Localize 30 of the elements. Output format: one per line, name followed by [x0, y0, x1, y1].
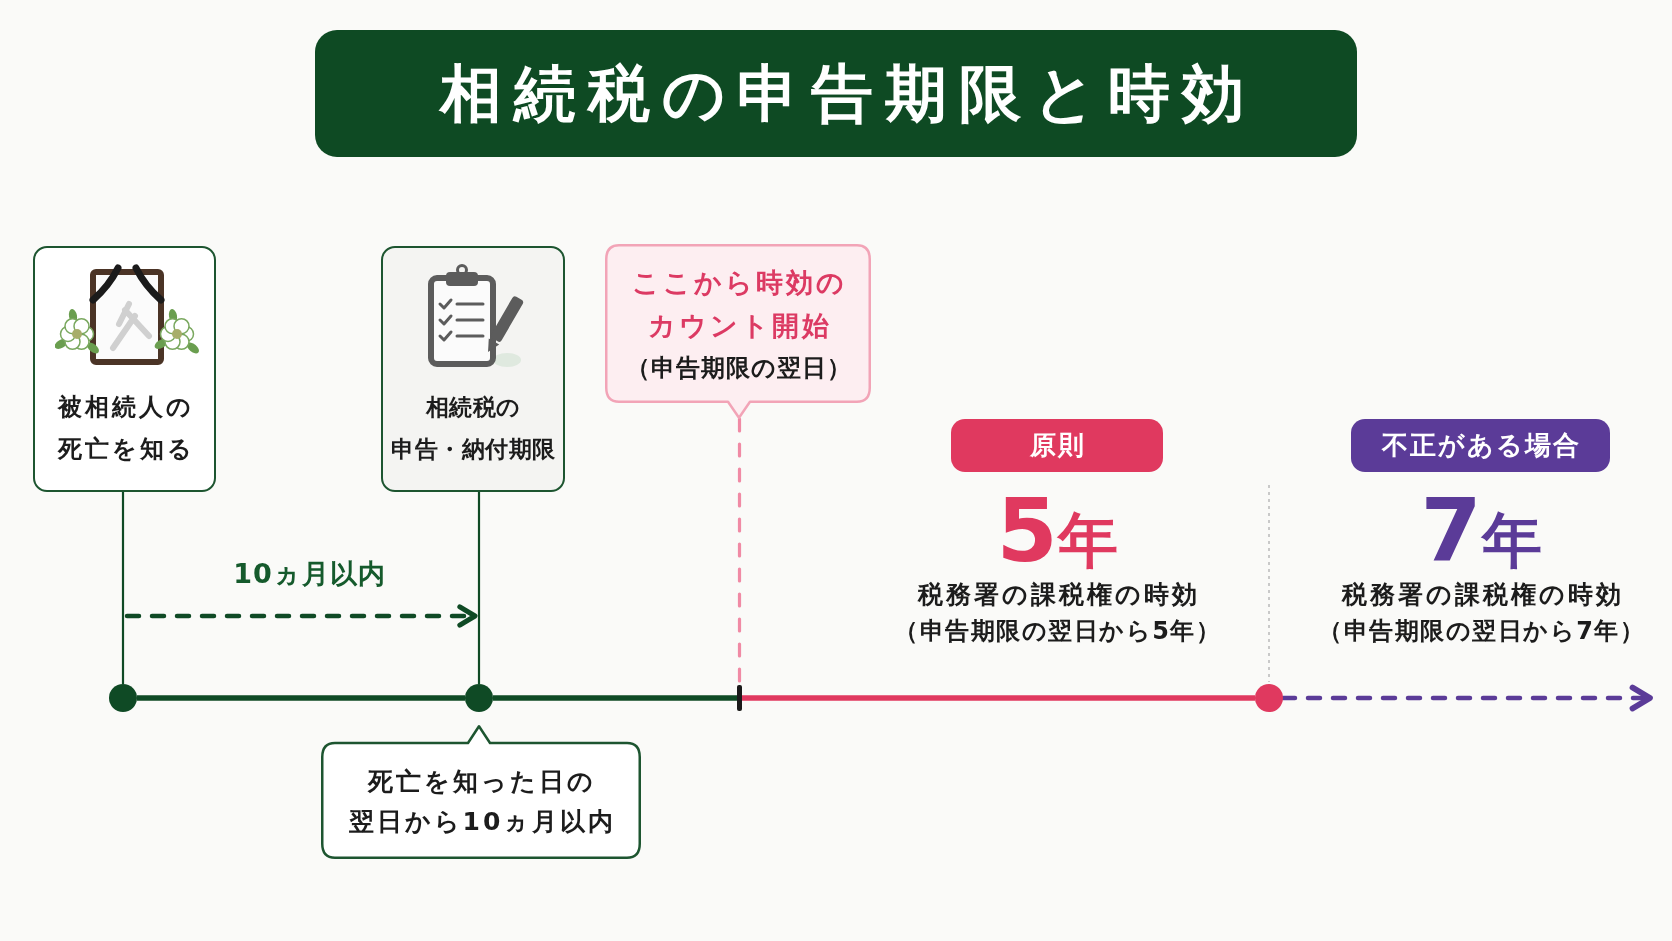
timeline-dot: [109, 684, 137, 712]
event-label: 相続税の申告・納付期限: [390, 393, 556, 464]
callout-text: 死亡を知った日の翌日から10ヵ月以内: [347, 766, 617, 838]
event-label: 被相続人の死亡を知る: [56, 392, 195, 465]
title-banner: 相続税の申告期限と時効: [315, 30, 1357, 157]
duration-value: 5年: [996, 487, 1118, 582]
category-tag: [1351, 419, 1610, 472]
duration-label: 10ヵ月以内: [232, 557, 386, 591]
note-text: 税務署の課税権の時効: [1340, 579, 1624, 611]
event-card: [33, 246, 216, 492]
timeline-segment: [742, 695, 1255, 701]
speech-bubble: [605, 244, 871, 419]
connector-line: [121, 492, 125, 684]
timeline-segment: [137, 695, 465, 701]
timeline-tick: [737, 685, 742, 711]
timeline-dot: [1255, 684, 1283, 712]
tag-label: 不正がある場合: [1380, 429, 1581, 462]
callout-text: ここから時効のカウント開始: [631, 266, 847, 343]
category-tag: [951, 419, 1163, 472]
speech-bubble: [321, 725, 641, 859]
connector-line: [477, 492, 481, 684]
timeline-segment: [493, 695, 737, 701]
tag-label: 原則: [1029, 429, 1086, 462]
note-text: （申告期限の翌日から5年）: [893, 616, 1222, 647]
timeline-dot: [465, 684, 493, 712]
event-card: [381, 246, 565, 492]
note-text: 税務署の課税権の時効: [916, 579, 1200, 611]
callout-note: （申告期限の翌日）: [624, 353, 852, 384]
note-text: （申告期限の翌日から7年）: [1317, 616, 1646, 647]
duration-value: 7年: [1420, 487, 1542, 582]
